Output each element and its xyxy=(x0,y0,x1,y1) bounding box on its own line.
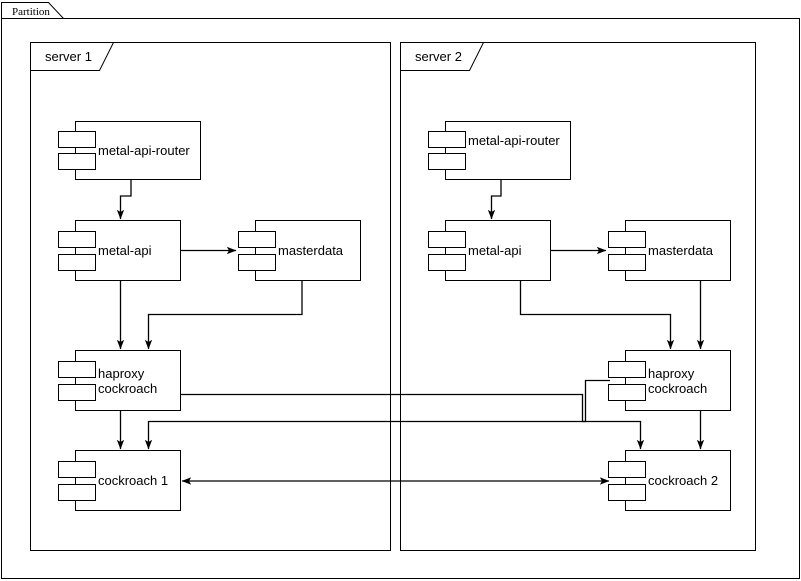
component-label: metal-api-router xyxy=(98,143,190,158)
component-label: masterdata xyxy=(278,243,344,258)
component-metal-api-1[interactable]: metal-api xyxy=(58,220,181,281)
component-cockroach-1[interactable]: cockroach 1 xyxy=(58,450,181,511)
component-metal-api-router-1[interactable]: metal-api-router xyxy=(58,121,201,180)
component-label-line1: haproxy xyxy=(98,366,145,381)
edge-haproxy2-to-cockroach1 xyxy=(144,379,610,450)
component-cockroach-2[interactable]: cockroach 2 xyxy=(608,450,731,511)
component-label-line2: cockroach xyxy=(648,381,707,396)
frame-label-server2: server 2 xyxy=(415,49,462,64)
component-haproxy-cockroach-2[interactable]: haproxy cockroach xyxy=(608,350,731,411)
component-label: cockroach 2 xyxy=(648,473,718,488)
component-label: metal-api xyxy=(468,243,522,258)
partition-label: Partition xyxy=(12,6,50,18)
component-label: masterdata xyxy=(648,243,714,258)
component-label: metal-api-router xyxy=(468,133,560,148)
edge-router1-to-metalapi1 xyxy=(116,179,132,220)
component-masterdata-1[interactable]: masterdata xyxy=(238,220,361,281)
component-label-line1: haproxy xyxy=(648,366,695,381)
component-label: metal-api xyxy=(98,243,152,258)
component-label-line2: cockroach xyxy=(98,381,157,396)
edge-metalapi2-to-haproxy2 xyxy=(519,280,675,350)
frame-label-server1: server 1 xyxy=(45,49,92,64)
component-masterdata-2[interactable]: masterdata xyxy=(608,220,731,281)
edge-masterdata1-to-haproxy1 xyxy=(144,280,303,350)
component-haproxy-cockroach-1[interactable]: haproxy cockroach xyxy=(58,350,181,411)
component-metal-api-2[interactable]: metal-api xyxy=(428,220,551,281)
component-label: cockroach 1 xyxy=(98,473,168,488)
component-metal-api-router-2[interactable]: metal-api-router xyxy=(428,121,571,180)
edge-router2-to-metalapi2 xyxy=(487,179,502,220)
